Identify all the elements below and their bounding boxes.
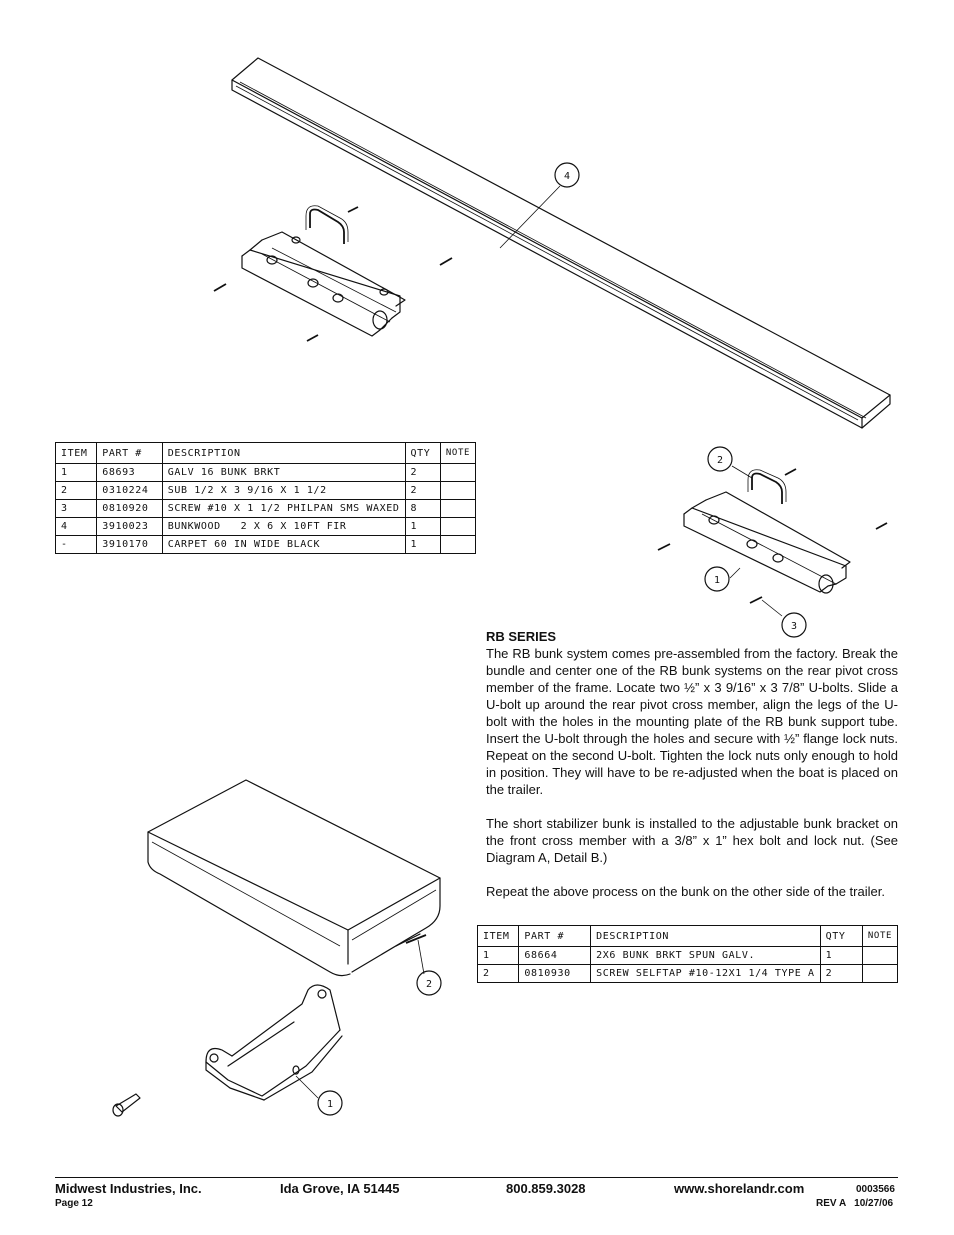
footer-phone: 800.859.3028 — [506, 1181, 586, 1196]
right-bracket-drawing — [657, 465, 888, 617]
cell-description: CARPET 60 IN WIDE BLACK — [161, 535, 406, 554]
bunkwood-board-drawing — [231, 57, 891, 429]
cell-item: 1 — [54, 463, 98, 482]
balloon-lower-item-2: 2 — [416, 970, 442, 996]
footer-company: Midwest Industries, Inc. — [55, 1181, 202, 1196]
cell-qty: 2 — [819, 964, 863, 983]
cell-qty: 2 — [404, 481, 441, 500]
cell-part: 3910170 — [96, 535, 163, 554]
cell-description: SCREW #10 X 1 1/2 PHILPAN SMS WAXED — [161, 499, 406, 518]
cell-part: 0810920 — [96, 499, 163, 518]
cell-item: 4 — [54, 517, 98, 536]
cell-item: 3 — [54, 499, 98, 518]
footer-divider — [55, 1177, 898, 1178]
header-note: NOTE — [861, 925, 899, 947]
cell-qty: 1 — [404, 535, 441, 554]
cell-note — [439, 481, 477, 500]
cell-note — [439, 463, 477, 482]
svg-text:3: 3 — [791, 621, 797, 632]
cell-part: 68693 — [96, 463, 163, 482]
table-row: 1 68664 2X6 BUNK BRKT SPUN GALV. 1 — [476, 946, 899, 965]
rb-series-heading: RB SERIES — [486, 629, 557, 644]
header-description: DESCRIPTION — [590, 925, 821, 947]
table-header-row: ITEM PART # DESCRIPTION QTY NOTE — [54, 442, 477, 464]
cell-note — [439, 535, 477, 554]
header-qty: QTY — [819, 925, 863, 947]
cell-item: 2 — [54, 481, 98, 500]
svg-text:2: 2 — [717, 455, 723, 466]
header-note: NOTE — [439, 442, 477, 464]
footer-website: www.shorelandr.com — [674, 1181, 805, 1196]
header-item: ITEM — [54, 442, 98, 464]
header-description: DESCRIPTION — [161, 442, 406, 464]
svg-text:4: 4 — [564, 171, 570, 182]
cell-note — [439, 499, 477, 518]
table-header-row: ITEM PART # DESCRIPTION QTY NOTE — [476, 925, 899, 947]
balloon-item-1-bracket: 1 — [704, 566, 730, 592]
balloon-item-3-screw: 3 — [781, 612, 807, 638]
table-row: 2 0810930 SCREW SELFTAP #10-12X1 1/4 TYP… — [476, 964, 899, 983]
table-row: 3 0810920 SCREW #10 X 1 1/2 PHILPAN SMS … — [54, 499, 477, 518]
parts-table-rb: ITEM PART # DESCRIPTION QTY NOTE 1 68693… — [54, 442, 477, 554]
rb-paragraph-3: Repeat the above process on the bunk on … — [486, 884, 885, 899]
cell-note — [439, 517, 477, 536]
svg-text:2: 2 — [426, 979, 432, 990]
cell-item: 2 — [476, 964, 520, 983]
cell-qty: 8 — [404, 499, 441, 518]
cell-note — [861, 964, 899, 983]
rb-paragraph-1: The RB bunk system comes pre-assembled f… — [486, 646, 898, 797]
table-row: 1 68693 GALV 16 BUNK BRKT 2 — [54, 463, 477, 482]
parts-table-short-bunk: ITEM PART # DESCRIPTION QTY NOTE 1 68664… — [476, 925, 899, 983]
footer-revision: REV A 10/27/06 — [816, 1198, 894, 1209]
cell-item: 1 — [476, 946, 520, 965]
footer-page-number: Page 12 — [55, 1198, 93, 1209]
header-qty: QTY — [404, 442, 441, 464]
cell-qty: 1 — [404, 517, 441, 536]
rb-series-instructions: RB SERIES The RB bunk system comes pre-a… — [486, 628, 898, 917]
top-bracket-drawing — [213, 205, 453, 342]
cell-qty: 2 — [404, 463, 441, 482]
header-part: PART # — [518, 925, 592, 947]
cell-description: BUNKWOOD 2 X 6 X 10FT FIR — [161, 517, 406, 536]
short-bunk-drawing — [147, 779, 441, 977]
cell-part: 0810930 — [518, 964, 592, 983]
svg-text:1: 1 — [714, 575, 720, 586]
short-bunk-bracket-drawing — [112, 984, 343, 1117]
header-part: PART # — [96, 442, 163, 464]
footer-city: Ida Grove, IA 51445 — [280, 1181, 400, 1196]
balloon-item-4: 4 — [554, 162, 580, 188]
table-row: 4 3910023 BUNKWOOD 2 X 6 X 10FT FIR 1 — [54, 517, 477, 536]
cell-description: GALV 16 BUNK BRKT — [161, 463, 406, 482]
cell-description: 2X6 BUNK BRKT SPUN GALV. — [590, 946, 821, 965]
cell-part: 0310224 — [96, 481, 163, 500]
cell-description: SCREW SELFTAP #10-12X1 1/4 TYPE A — [590, 964, 821, 983]
cell-item: - — [54, 535, 98, 554]
cell-description: SUB 1/2 X 3 9/16 X 1 1/2 — [161, 481, 406, 500]
cell-qty: 1 — [819, 946, 863, 965]
header-item: ITEM — [476, 925, 520, 947]
footer-doc-number: 0003566 — [856, 1184, 895, 1195]
table-row: - 3910170 CARPET 60 IN WIDE BLACK 1 — [54, 535, 477, 554]
rb-paragraph-2: The short stabilizer bunk is installed t… — [486, 816, 898, 865]
balloon-item-2-ubolt: 2 — [707, 446, 733, 472]
cell-note — [861, 946, 899, 965]
cell-part: 3910023 — [96, 517, 163, 536]
cell-part: 68664 — [518, 946, 592, 965]
table-row: 2 0310224 SUB 1/2 X 3 9/16 X 1 1/2 2 — [54, 481, 477, 500]
svg-text:1: 1 — [327, 1099, 333, 1110]
balloon-lower-item-1: 1 — [317, 1090, 343, 1116]
